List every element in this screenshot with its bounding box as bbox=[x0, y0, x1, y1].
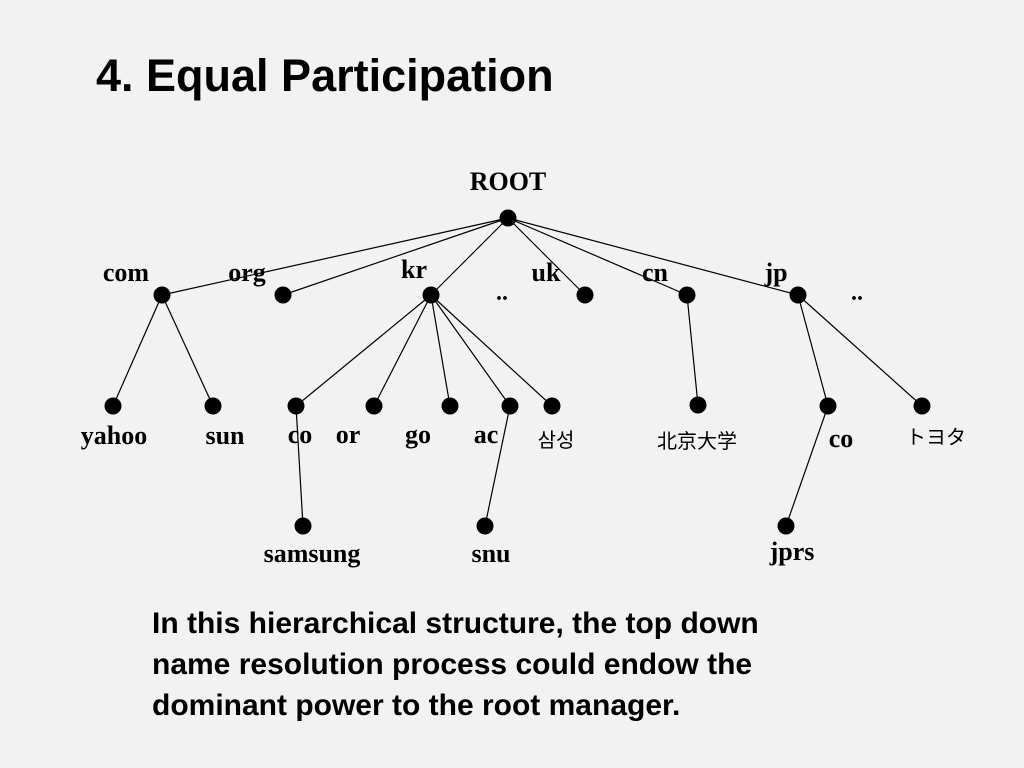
edge-root-kr bbox=[430, 217, 509, 296]
edge-ac-snu bbox=[484, 405, 511, 527]
node-ac bbox=[501, 397, 519, 415]
tree-labels: ROOT com org kr uk cn jp .. .. yahoo sun… bbox=[81, 167, 966, 568]
caption-line-1: In this hierarchical structure, the top … bbox=[152, 607, 759, 640]
node-uk bbox=[576, 286, 594, 304]
edge-root-org bbox=[282, 217, 509, 296]
tree-nodes bbox=[104, 209, 931, 535]
label-co-jp: co bbox=[829, 424, 854, 453]
edge-kr-co bbox=[295, 294, 432, 407]
label-ac: ac bbox=[474, 420, 499, 449]
tree-edges bbox=[112, 217, 923, 527]
node-samsung bbox=[294, 517, 312, 535]
edge-com-sun bbox=[161, 294, 214, 407]
node-co-jp bbox=[819, 397, 837, 415]
label-jp: jp bbox=[763, 258, 787, 287]
node-sun bbox=[204, 397, 222, 415]
ellipsis-right: .. bbox=[851, 280, 863, 306]
edge-root-cn bbox=[507, 217, 688, 296]
label-cn: cn bbox=[642, 258, 669, 287]
label-com: com bbox=[103, 258, 150, 287]
edge-root-uk bbox=[507, 217, 586, 296]
node-snu bbox=[476, 517, 494, 535]
label-samsung-ko: 삼성 bbox=[538, 428, 575, 452]
node-root bbox=[499, 209, 517, 227]
edge-kr-ac bbox=[430, 294, 511, 407]
node-toyota bbox=[913, 397, 931, 415]
label-yahoo: yahoo bbox=[81, 421, 147, 450]
label-jprs: jprs bbox=[769, 537, 815, 566]
node-or bbox=[365, 397, 383, 415]
node-kr bbox=[422, 286, 440, 304]
caption: In this hierarchical structure, the top … bbox=[152, 603, 952, 726]
node-org bbox=[274, 286, 292, 304]
edge-jp-toyota bbox=[797, 294, 923, 407]
caption-line-3: dominant power to the root manager. bbox=[152, 689, 681, 722]
label-go: go bbox=[405, 420, 431, 449]
node-com bbox=[153, 286, 171, 304]
slide-title: 4. Equal Participation bbox=[96, 50, 554, 101]
label-snu: snu bbox=[471, 539, 510, 568]
edge-kr-samsung-ko bbox=[430, 294, 553, 407]
edge-kr-go bbox=[430, 294, 451, 407]
caption-line-2: name resolution process could endow the bbox=[152, 648, 753, 681]
label-kr: kr bbox=[401, 255, 427, 284]
edge-co-samsung bbox=[295, 405, 304, 527]
node-yahoo bbox=[104, 397, 122, 415]
label-co-kr: co bbox=[288, 420, 313, 449]
label-beijing-univ: 北京大学 bbox=[657, 429, 737, 453]
node-co-kr bbox=[287, 397, 305, 415]
label-samsung: samsung bbox=[264, 539, 361, 568]
edge-jp-co bbox=[797, 294, 829, 407]
edge-root-com bbox=[161, 217, 509, 296]
node-samsung-ko bbox=[543, 397, 561, 415]
node-go bbox=[441, 397, 459, 415]
domain-tree-diagram: ROOT com org kr uk cn jp .. .. yahoo sun… bbox=[81, 167, 966, 568]
label-or: or bbox=[336, 420, 361, 449]
edge-com-yahoo bbox=[112, 294, 163, 407]
edge-root-jp bbox=[507, 217, 799, 296]
edge-cn-beijing bbox=[686, 294, 699, 406]
label-toyota: トヨタ bbox=[906, 425, 966, 449]
label-uk: uk bbox=[532, 258, 561, 287]
node-jp bbox=[789, 286, 807, 304]
ellipsis-middle: .. bbox=[496, 280, 508, 306]
edge-kr-or bbox=[373, 294, 432, 407]
node-beijing-univ bbox=[689, 396, 707, 414]
label-sun: sun bbox=[205, 421, 245, 450]
node-jprs bbox=[777, 517, 795, 535]
label-org: org bbox=[228, 258, 266, 287]
edge-jpco-jprs bbox=[785, 405, 829, 527]
node-cn bbox=[678, 286, 696, 304]
label-root: ROOT bbox=[470, 167, 547, 196]
